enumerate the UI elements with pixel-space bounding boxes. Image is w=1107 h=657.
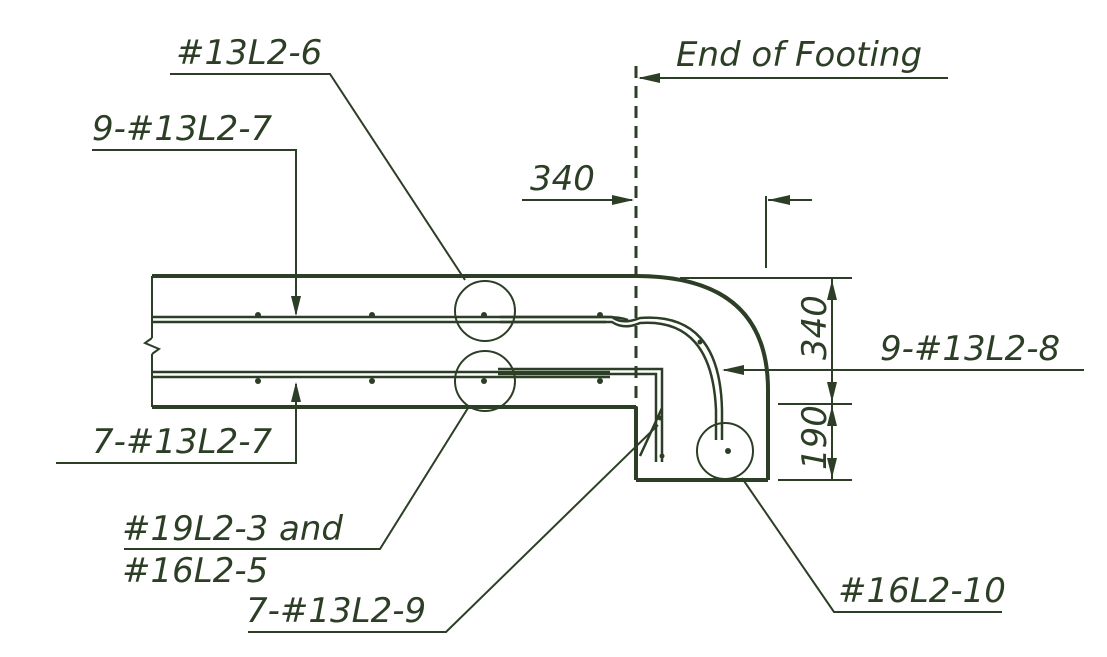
label-corner-bar: #16L2-10 xyxy=(838,571,1006,611)
label-19l2-3: #19L2-3 and xyxy=(122,509,343,549)
label-dim-offset: 340 xyxy=(530,159,595,199)
callout-circle-bottom xyxy=(454,350,516,412)
leader-corner-bar xyxy=(741,477,1002,613)
hook-bar-inner xyxy=(500,320,718,440)
label-13l2-6: #13L2-6 xyxy=(176,33,322,73)
callout-circle-top xyxy=(454,280,516,342)
callout-circle-corner xyxy=(696,422,754,480)
hook-bar-outer xyxy=(500,315,724,440)
leader-lines xyxy=(56,73,1084,633)
callout-circles xyxy=(454,280,754,480)
label-diagonal-bars: 7-#13L2-9 xyxy=(246,591,426,631)
break-line xyxy=(142,276,162,407)
arrowheads xyxy=(291,73,837,478)
label-16l2-5: #16L2-5 xyxy=(122,551,268,591)
l-bar-inner xyxy=(498,372,658,462)
label-bottom-bars: 7-#13L2-7 xyxy=(92,422,272,462)
label-end-of-footing: End of Footing xyxy=(676,35,922,75)
rebar-group xyxy=(152,315,724,462)
footing-outer-curve xyxy=(635,274,770,391)
label-dim-bottom: 190 xyxy=(795,405,835,470)
leader-diagonal-bars xyxy=(248,424,659,633)
label-hook-bars: 9-#13L2-8 xyxy=(880,329,1060,369)
concrete-outline xyxy=(152,274,770,482)
leader-19l2-3 xyxy=(124,407,469,550)
leader-top-bars xyxy=(92,149,297,314)
leader-13l2-6 xyxy=(170,73,466,281)
label-top-bars: 9-#13L2-7 xyxy=(92,109,272,149)
label-dim-height: 340 xyxy=(795,295,835,360)
bar-section-dots xyxy=(255,312,731,459)
leader-bottom-bars xyxy=(56,384,297,464)
l-bar-outer xyxy=(498,367,664,462)
